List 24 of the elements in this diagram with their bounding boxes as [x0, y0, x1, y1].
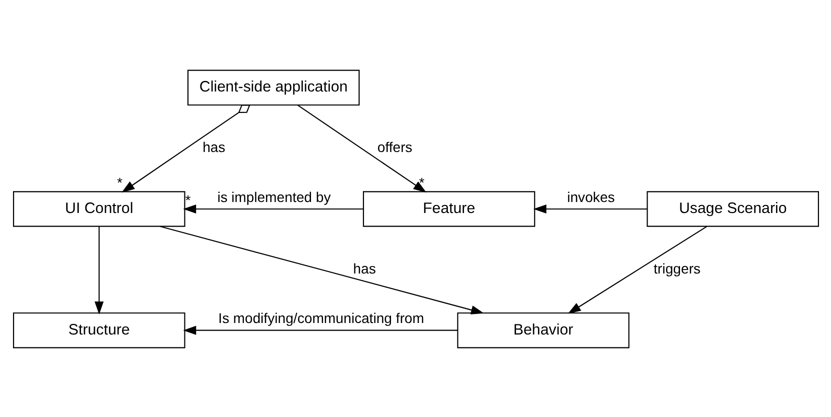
- node-box: Feature: [362, 190, 535, 226]
- arrow: [182, 325, 458, 334]
- node-box: Usage Scenario: [646, 190, 818, 226]
- node-box: Behavior: [456, 312, 629, 348]
- edge-label: has: [202, 138, 225, 155]
- arrow: [94, 226, 104, 314]
- label: *: [184, 192, 190, 208]
- label: *: [418, 174, 424, 190]
- node-box: Client-side application: [186, 69, 360, 106]
- edge-label: has: [352, 260, 376, 276]
- arrow: [159, 225, 484, 314]
- arrow: [182, 204, 363, 214]
- node-box: Structure: [12, 312, 185, 348]
- label: *: [116, 174, 122, 190]
- arrow: [532, 204, 647, 214]
- edge-label: offers: [376, 138, 412, 155]
- edge-label: Is modifying/communicating from: [218, 310, 424, 326]
- arrow: [121, 104, 250, 192]
- arrow: [296, 104, 426, 192]
- edge-label: is implemented by: [216, 188, 330, 204]
- edge-label: invokes: [566, 188, 614, 204]
- arrow: [567, 225, 707, 314]
- edge-label: triggers: [653, 260, 700, 276]
- node-box: UI Control: [12, 190, 185, 226]
